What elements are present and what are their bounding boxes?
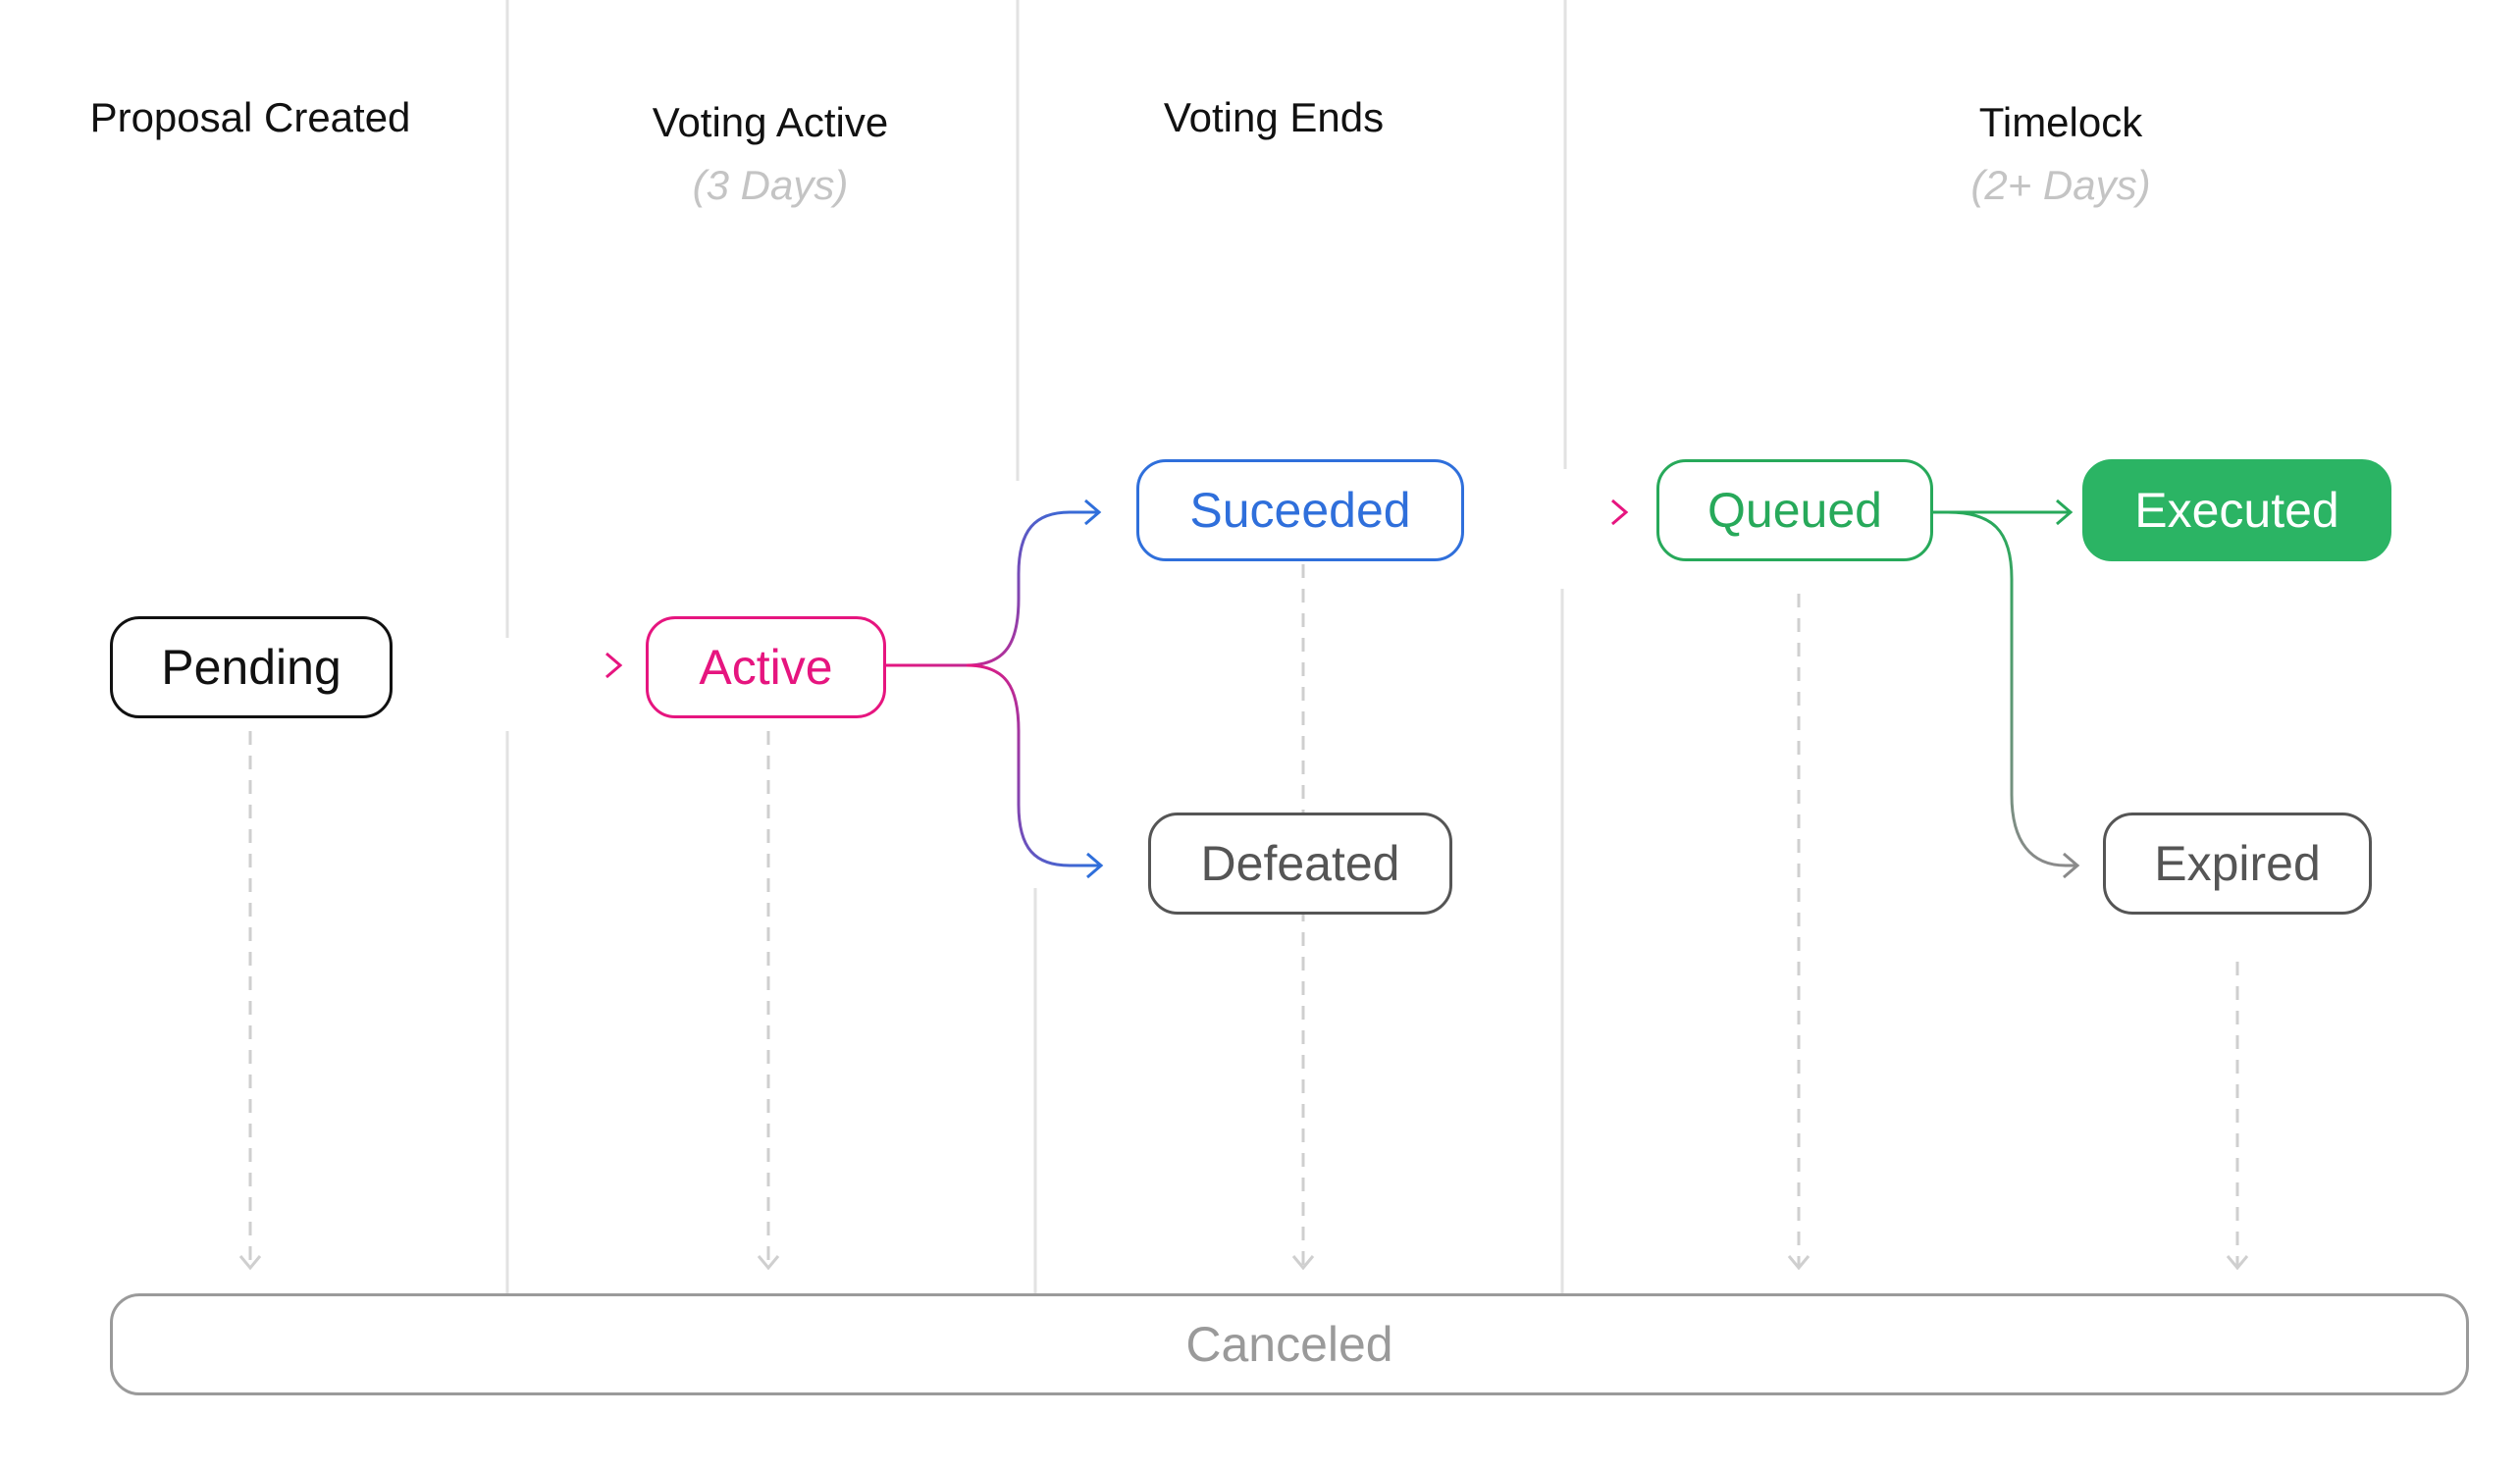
state-active: Active	[646, 616, 886, 718]
arrow-queued-to-expired	[1947, 510, 2075, 867]
arrowhead	[1611, 498, 1629, 526]
state-label: Canceled	[1185, 1317, 1393, 1372]
phase-duration: (3 Days)	[692, 162, 849, 209]
cancel-arrowhead	[1291, 1255, 1315, 1271]
arrowhead	[605, 652, 623, 679]
arrowhead	[2056, 498, 2074, 526]
state-label: Suceeded	[1189, 483, 1411, 538]
arrowhead	[2063, 852, 2080, 879]
state-pending: Pending	[110, 616, 393, 718]
state-canceled: Canceled	[110, 1293, 2469, 1395]
state-succeeded: Suceeded	[1136, 459, 1464, 561]
phase-title: Voting Active	[652, 99, 889, 145]
state-queued: Queued	[1656, 459, 1933, 561]
phase-duration: (2+ Days)	[1970, 162, 2151, 209]
cancel-arrowhead	[1787, 1255, 1811, 1271]
state-label: Executed	[2134, 483, 2339, 538]
state-label: Defeated	[1200, 836, 1400, 891]
phase-title: Proposal Created	[89, 94, 411, 140]
state-defeated: Defeated	[1148, 813, 1452, 915]
arrow-active-to-defeated	[966, 663, 1099, 867]
state-label: Queued	[1707, 483, 1882, 538]
phase-title: Voting Ends	[1163, 94, 1385, 140]
phase-proposal-created: Proposal Created	[0, 93, 545, 142]
phase-title: Timelock	[1978, 99, 2143, 145]
arrowhead	[1084, 498, 1102, 526]
state-expired: Expired	[2103, 813, 2372, 915]
state-executed: Executed	[2082, 459, 2391, 561]
cancel-arrowhead	[757, 1255, 780, 1271]
state-label: Pending	[161, 640, 341, 695]
arrow-active-to-succeeded	[885, 510, 1097, 667]
arrowhead	[1086, 852, 1104, 879]
phase-voting-active: Voting Active (3 Days)	[476, 98, 1065, 211]
cancel-arrowhead	[238, 1255, 262, 1271]
cancel-arrowhead	[2226, 1255, 2249, 1271]
phase-voting-ends: Voting Ends	[979, 93, 1568, 142]
phase-timelock: Timelock (2+ Days)	[1766, 98, 2355, 211]
state-label: Active	[699, 640, 833, 695]
state-label: Expired	[2154, 836, 2321, 891]
